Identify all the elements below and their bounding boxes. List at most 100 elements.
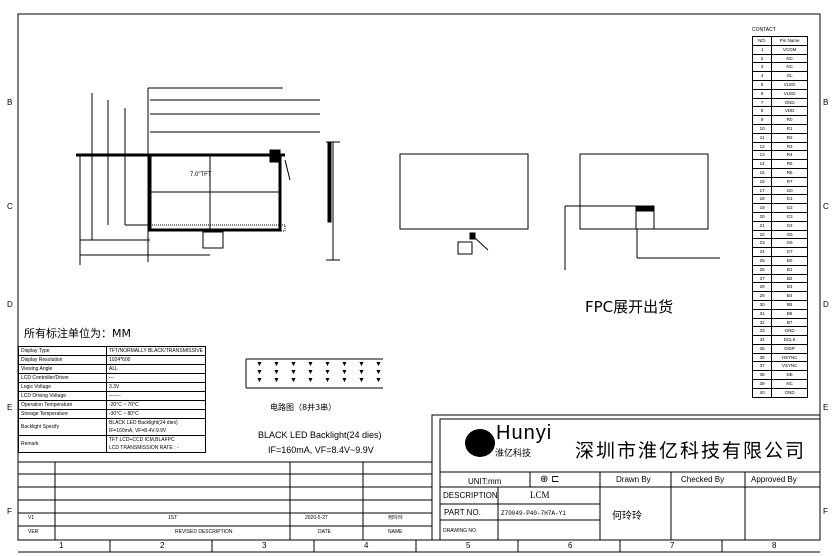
pin-number: 30: [751, 299, 773, 310]
zone-label: E: [823, 403, 829, 412]
pin-number: 36: [751, 352, 773, 363]
pin-number: 19: [751, 203, 773, 213]
pin-name: GL: [771, 71, 808, 81]
part-no-value: Z70049-P40-7H7A-Y1: [501, 510, 566, 517]
checked-by-label: Checked By: [681, 475, 725, 484]
zone-label: E: [7, 403, 13, 412]
pin-name: GND: [771, 97, 808, 108]
led-diode-icon: ▼: [358, 361, 365, 368]
pin-number: 22: [751, 229, 773, 240]
pin-name: NC: [771, 53, 808, 64]
approved-by-label: Approved By: [751, 475, 797, 484]
pin-header: Pin Name: [771, 36, 808, 46]
led-diode-icon: ▼: [256, 369, 263, 376]
zone-label: 2: [160, 541, 165, 550]
pin-name: G5: [771, 229, 808, 240]
pin-name: GND: [771, 387, 808, 398]
pin-name: R3: [771, 141, 808, 152]
pin-number: 5: [751, 79, 773, 90]
pin-name: VLED: [771, 79, 808, 90]
spec-label: Backlight Specify: [18, 418, 107, 436]
pin-number: 17: [751, 185, 773, 196]
led-diode-icon: ▼: [256, 377, 263, 384]
pin-name: DE: [771, 370, 808, 381]
pin-header: NO.: [751, 36, 773, 46]
pin-number: 39: [751, 379, 773, 389]
spec-label: Operation Temperature: [18, 400, 107, 410]
spec-value: 3.3V: [105, 382, 207, 392]
pin-name: G1: [771, 194, 808, 205]
zone-label: B: [7, 98, 13, 107]
drawn-by-label: Drawn By: [616, 475, 651, 484]
pin-number: 35: [751, 343, 773, 354]
spec-value-line: TFT LCD+CCD ICM,BLAFPC: [108, 437, 175, 443]
pin-number: 12: [751, 141, 773, 152]
pin-number: 24: [751, 247, 773, 257]
spec-label: LCD Driving Voltage: [18, 391, 107, 401]
led-diode-icon: ▼: [341, 361, 348, 368]
spec-value: BLACK LED Backlight(24 dies)IF=160mA, VF…: [105, 418, 207, 436]
back-view: [399, 153, 529, 255]
pin-number: 31: [751, 308, 773, 319]
rev-header-date: DATE: [318, 529, 331, 535]
zone-label: 4: [364, 541, 369, 550]
drawn-by-value: 何玲玲: [612, 511, 642, 522]
spec-value-line: LCD TRANSMISSION RATE : -: [108, 445, 179, 451]
pin-header-row: NO.Pin Name: [751, 36, 808, 46]
zone-label: F: [823, 507, 828, 516]
pin-name: G3: [771, 211, 808, 222]
spec-label: Viewing Angle: [18, 364, 107, 374]
backlight-spec: IF=160mA, VF=8.4V~9.9V: [268, 445, 374, 455]
zone-label: C: [823, 202, 829, 211]
spec-value-line: 1024*600: [108, 357, 131, 363]
pin-name: VLED: [771, 88, 808, 99]
spec-label: LCD Controller/Driver: [18, 373, 107, 383]
pin-number: 27: [751, 273, 773, 284]
led-diode-icon: ▼: [273, 369, 280, 376]
circuit-caption: 电路图（8并3串）: [270, 403, 337, 412]
rev-header-description: REVISED DESCRIPTION: [175, 529, 233, 535]
pin-number: 10: [751, 123, 773, 134]
pin-number: 18: [751, 194, 773, 205]
units-note: 所有标注单位为：MM: [24, 327, 131, 340]
zone-label: 8: [772, 541, 777, 550]
pin-name: NC: [771, 62, 808, 73]
spec-label: Storage Temperature: [18, 409, 107, 419]
pin-name: B3: [771, 282, 808, 293]
led-diode-icon: ▼: [324, 369, 331, 376]
rev-name: 何玲玲: [388, 515, 404, 521]
spec-value-line: ---: [108, 375, 114, 381]
logo-text: Hunyi: [496, 422, 553, 444]
backlight-title: BLACK LED Backlight(24 dies): [258, 430, 382, 440]
pin-name: B6: [771, 308, 808, 319]
pin-name: B2: [771, 273, 808, 284]
part-no-label: PART NO.: [444, 508, 481, 517]
spec-value-line: -------: [108, 393, 121, 399]
pin-name: B1: [771, 264, 808, 275]
drawing-no-label: DRAWING NO.: [443, 528, 478, 534]
zone-label: B: [823, 98, 829, 107]
pin-number: 29: [751, 291, 773, 301]
pin-number: 37: [751, 361, 773, 372]
rev-ver: V1: [28, 515, 35, 521]
pin-number: 14: [751, 159, 773, 169]
spec-value: TFT LCD+CCD ICM,BLAFPC LCD TRANSMISSION R…: [105, 435, 207, 453]
spec-row: Operation Temperature-20°C ~ 70°C: [18, 400, 207, 410]
